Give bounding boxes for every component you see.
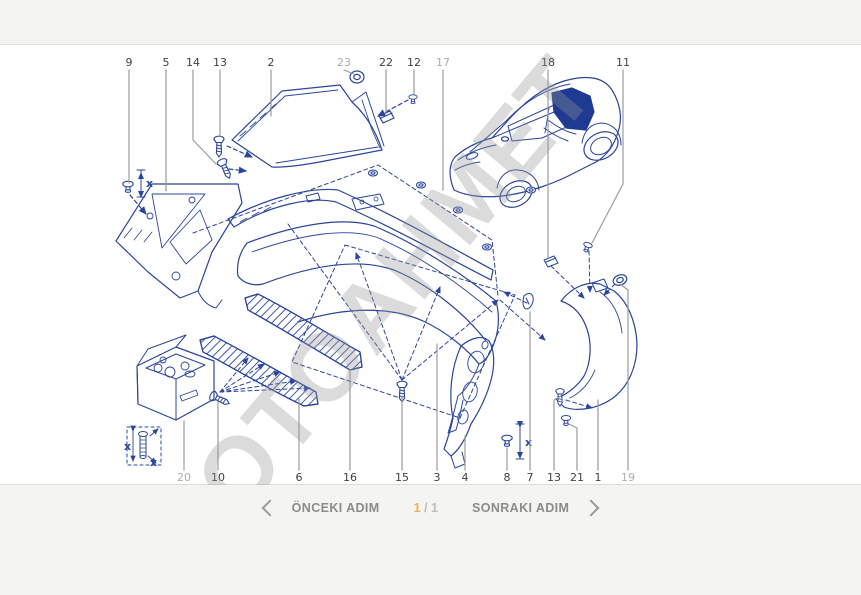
page-indicator: 1 / 1 — [414, 501, 438, 515]
callout-line-14 — [192, 69, 217, 165]
callout-line-23 — [343, 69, 355, 75]
bolt-detail-inset — [126, 425, 162, 466]
callout-number-5: 5 — [163, 56, 170, 69]
highlighted-part-on-vehicle — [551, 87, 595, 131]
callout-number-1: 1 — [595, 471, 602, 484]
callout-number-7: 7 — [527, 471, 534, 484]
pagination: ÖNCEKI ADIM 1 / 1 SONRAKI ADIM — [0, 499, 861, 517]
screw-part-9 — [122, 180, 134, 193]
screw-part-13-bottom — [555, 388, 565, 407]
callout-line-13 — [553, 395, 562, 471]
screw-10-pointers — [219, 357, 311, 393]
callout-layer: 9 5 14 13 2 23 22 12 17 18 11 20 10 6 16 15 3 4 8 7 13 21 1 19 — [126, 56, 636, 484]
total-pages: 1 — [431, 501, 438, 515]
callout-number-2: 2 — [268, 56, 275, 69]
bumper-cover-part-3 — [227, 188, 499, 434]
callout-number-10: 10 — [211, 471, 225, 484]
nut-fastener — [415, 181, 427, 189]
corner-piece-part-1 — [555, 274, 638, 410]
callout-line-21 — [568, 423, 578, 471]
rivet-part-12 — [408, 94, 418, 105]
dimension-mark-right — [515, 421, 525, 460]
previous-step-button[interactable]: ÖNCEKI ADIM — [261, 499, 380, 517]
nut-fastener — [481, 243, 493, 251]
page-separator: / — [424, 501, 428, 515]
reinforcement-bar-part-16 — [244, 293, 363, 371]
corner-pointers — [550, 250, 616, 410]
callout-number-18: 18 — [541, 56, 555, 69]
next-step-button[interactable]: SONRAKI ADIM — [471, 499, 600, 517]
screw-part-8 — [501, 434, 513, 447]
nut-fastener — [367, 169, 379, 177]
parts-diagram: x x x x 9 5 14 13 2 23 22 12 17 18 11 20 10 6 16 15 3 4 8 7… — [115, 56, 638, 484]
current-page: 1 — [413, 501, 421, 515]
callout-number-6: 6 — [296, 471, 303, 484]
reinforcement-bar-part-6 — [199, 335, 319, 407]
callout-number-21: 21 — [570, 471, 584, 484]
svg-text:x: x — [146, 177, 153, 190]
callout-number-22: 22 — [379, 56, 393, 69]
callout-number-9: 9 — [126, 56, 133, 69]
chevron-right-icon — [582, 499, 600, 517]
callout-number-13: 13 — [547, 471, 561, 484]
callout-number-4: 4 — [462, 471, 469, 484]
callout-number-19: 19 — [621, 471, 635, 484]
top-bar — [0, 0, 861, 45]
callout-number-13: 13 — [213, 56, 227, 69]
callout-number-12: 12 — [407, 56, 421, 69]
screw-part-10 — [207, 389, 233, 409]
nut-fastener — [525, 186, 537, 194]
trim-panel-part-2 — [231, 84, 385, 168]
side-bracket-part-4 — [443, 336, 495, 469]
nut-fastener — [452, 206, 464, 214]
vehicle-illustration — [449, 76, 622, 208]
clip-part-22 — [378, 110, 395, 124]
callout-line-19 — [619, 283, 629, 471]
dimension-mark-left — [136, 169, 146, 198]
rivet-part-11 — [580, 240, 594, 254]
dimension-labels: x x x x — [124, 177, 532, 469]
svg-text:x: x — [124, 440, 131, 453]
callout-number-3: 3 — [434, 471, 441, 484]
svg-text:x: x — [150, 456, 157, 469]
callout-line-11 — [591, 69, 624, 244]
hardware-box-part-20 — [136, 334, 215, 421]
callout-number-17: 17 — [436, 56, 450, 69]
screw-part-13-top — [213, 135, 225, 158]
construction-lines — [192, 164, 546, 419]
clip-part-18 — [543, 255, 559, 268]
next-step-label: SONRAKI ADIM — [471, 501, 570, 515]
previous-step-label: ÖNCEKI ADIM — [291, 501, 380, 515]
callout-number-20: 20 — [177, 471, 191, 484]
svg-text:x: x — [525, 436, 532, 449]
callout-number-23: 23 — [337, 56, 351, 69]
left-bracket-part-5 — [115, 183, 243, 309]
callout-number-16: 16 — [343, 471, 357, 484]
callout-number-15: 15 — [395, 471, 409, 484]
callout-number-14: 14 — [186, 56, 200, 69]
grommet-part-23 — [349, 70, 365, 84]
callout-number-11: 11 — [616, 56, 630, 69]
diagram-panel: x x x x 9 5 14 13 2 23 22 12 17 18 11 20 10 6 16 15 3 4 8 7… — [0, 45, 861, 485]
bottom-bar: ÖNCEKI ADIM 1 / 1 SONRAKI ADIM — [0, 485, 861, 563]
chevron-left-icon — [261, 499, 279, 517]
clip-part-7 — [522, 293, 534, 310]
callout-number-8: 8 — [504, 471, 511, 484]
